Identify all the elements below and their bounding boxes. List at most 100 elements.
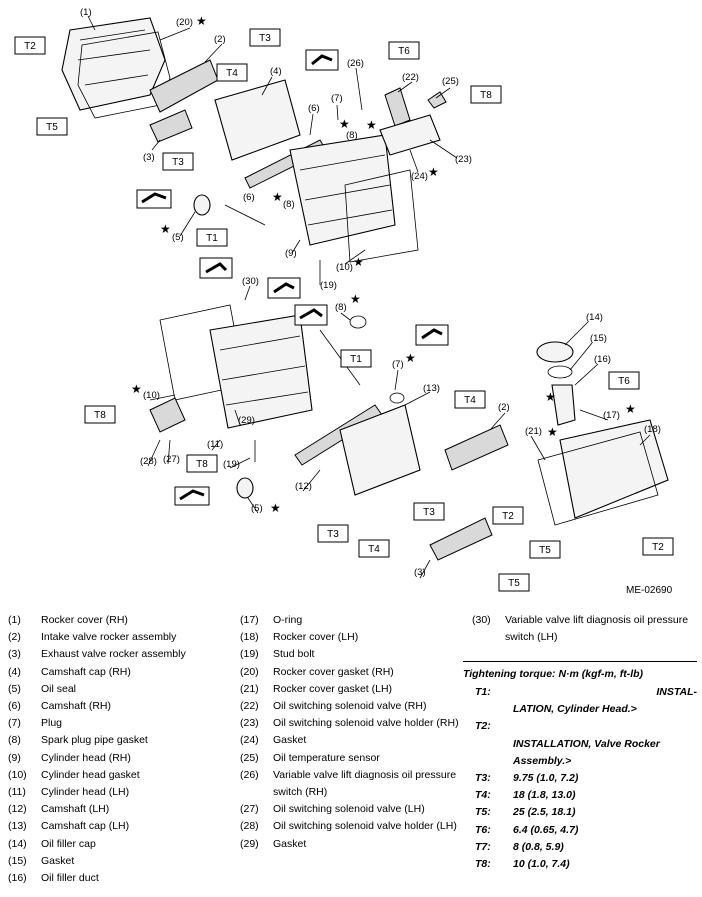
legend-item: (4)Camshaft cap (RH) (8, 664, 233, 681)
torque-value: 25 (2.5, 18.1) (513, 806, 576, 819)
torque-value (513, 718, 697, 735)
legend-item-name: Rocker cover gasket (RH) (273, 665, 394, 678)
torque-row: T6:6.4 (0.65, 4.7) (463, 822, 697, 839)
torque-label-t4: T4 (454, 390, 486, 409)
svg-text:T2: T2 (24, 41, 36, 52)
torque-label-t3: T3 (317, 524, 349, 543)
callout-5: (5) (251, 503, 263, 514)
callout-12: (12) (295, 481, 312, 492)
callout-17: (17) (603, 410, 620, 421)
oil-filler-duct (551, 384, 576, 426)
legend-item-number: (27) (240, 803, 259, 816)
svg-text:T3: T3 (327, 529, 339, 540)
oil-can-icon (199, 257, 233, 279)
callout-1: (1) (80, 7, 92, 18)
legend-item-name: Oil temperature sensor (273, 751, 380, 764)
legend-item-number: (23) (240, 717, 259, 730)
torque-label-t4: T4 (216, 63, 248, 82)
torque-value: 18 (1.8, 13.0) (513, 789, 576, 802)
callout-7: (7) (331, 93, 343, 104)
legend-item-name: Plug (41, 717, 63, 730)
legend-item: (25)Oil temperature sensor (240, 750, 460, 767)
cylinder-head-rh (289, 134, 396, 246)
callout-18: (18) (644, 424, 661, 435)
solenoid-valve-rh (384, 87, 411, 127)
legend-column-2: (17)O-ring(18)Rocker cover (LH)(19)Stud … (240, 612, 460, 853)
callout-4: (4) (270, 66, 282, 77)
legend-item-name: Gasket (273, 837, 307, 850)
exploded-view-diagram: T2 T3 T4 T6 T8 T5 T3 T1 T1 T6 T4 T8 T8 T… (14, 7, 674, 592)
torque-row: T3:9.75 (1.0, 7.2) (463, 770, 697, 787)
legend-item-name: Oil switching solenoid valve holder (LH) (273, 820, 457, 833)
torque-row: T8:10 (1.0, 7.4) (463, 856, 697, 873)
lubricant-icon (415, 324, 449, 346)
torque-key: T1: (475, 686, 491, 698)
callout-22: (22) (402, 72, 419, 83)
legend-item: (12)Camshaft (LH) (8, 801, 233, 818)
svg-text:T4: T4 (368, 544, 380, 555)
diagram-id: ME-02690 (626, 585, 673, 596)
torque-key: T2: (475, 720, 491, 733)
lubricant-icon (267, 277, 301, 299)
legend-item: (6)Camshaft (RH) (8, 698, 233, 715)
legend-item: (2)Intake valve rocker assembly (8, 629, 233, 646)
legend-item-number: (26) (240, 768, 259, 781)
tightening-torque-table: Tightening torque: N·m (kgf-m, ft-lb) T1… (463, 661, 697, 873)
torque-key: T4: (475, 789, 491, 802)
callout-3: (3) (414, 567, 426, 578)
svg-text:★: ★ (350, 292, 361, 306)
svg-text:T2: T2 (502, 511, 514, 522)
svg-text:★: ★ (339, 117, 350, 131)
legend-item-number: (29) (240, 837, 259, 850)
svg-text:T1: T1 (350, 354, 362, 365)
callout-26: (26) (347, 58, 364, 69)
svg-text:★: ★ (270, 501, 281, 515)
exhaust-valve-rocker-lh (429, 517, 493, 561)
svg-text:★: ★ (405, 351, 416, 365)
legend-item: (21)Rocker cover gasket (LH) (240, 681, 460, 698)
legend-item-number: (2) (8, 631, 21, 644)
callout-21: (21) (525, 426, 542, 437)
legend-item-name: Oil seal (41, 682, 77, 695)
callout-8: (8) (283, 199, 295, 210)
legend-item: (18)Rocker cover (LH) (240, 629, 460, 646)
legend-item: (30)Variable valve lift diagnosis oil pr… (472, 612, 697, 646)
cylinder-head-lh (209, 314, 313, 429)
legend-item-number: (21) (240, 682, 259, 695)
torque-row: T5: 25 (2.5, 18.1) (463, 804, 697, 821)
callout-5: (5) (172, 232, 184, 243)
svg-text:★: ★ (366, 118, 377, 132)
legend-item-number: (11) (8, 786, 26, 799)
legend-item-number: (10) (8, 768, 27, 781)
torque-value: INSTAL- (656, 686, 697, 698)
callout-30: (30) (242, 276, 259, 287)
legend-item: (3)Exhaust valve rocker assembly (8, 646, 233, 663)
torque-label-t6: T6 (388, 41, 420, 60)
legend-item: (26) Variable valve lift diagnosis oil pr… (240, 767, 460, 801)
callout-9: (9) (285, 248, 297, 259)
legend-item-number: (1) (8, 614, 21, 626)
svg-text:T5: T5 (46, 122, 58, 133)
legend-item: (7)Plug (8, 715, 233, 732)
callout-19: (19) (320, 280, 337, 291)
torque-label-t1: T1 (340, 349, 372, 368)
torque-row: T4: 18 (1.8, 13.0) (463, 787, 697, 804)
legend-item: (28)Oil switching solenoid valve holder … (240, 818, 460, 835)
torque-key: T5: (475, 806, 491, 819)
exhaust-valve-rocker-rh (149, 109, 193, 143)
torque-label-t3: T3 (249, 28, 281, 47)
callout-28: (28) (140, 456, 157, 467)
svg-text:T8: T8 (196, 459, 208, 470)
torque-row: T1: INSTAL- (463, 684, 697, 701)
svg-text:T5: T5 (539, 545, 551, 556)
callout-11: (11) (207, 439, 223, 450)
legend-item-name: Exhaust valve rocker assembly (41, 648, 186, 661)
svg-text:★: ★ (547, 425, 558, 439)
oil-filler-cap (536, 341, 574, 363)
callout-6: (6) (308, 103, 320, 114)
svg-text:★: ★ (131, 382, 142, 396)
legend-item-name: Cylinder head (RH) (41, 751, 131, 764)
lubricant-icon (174, 486, 210, 506)
legend-item-name: Variable valve lift diagnosis oil pressu… (273, 768, 457, 799)
intake-valve-rocker-lh (444, 424, 509, 471)
